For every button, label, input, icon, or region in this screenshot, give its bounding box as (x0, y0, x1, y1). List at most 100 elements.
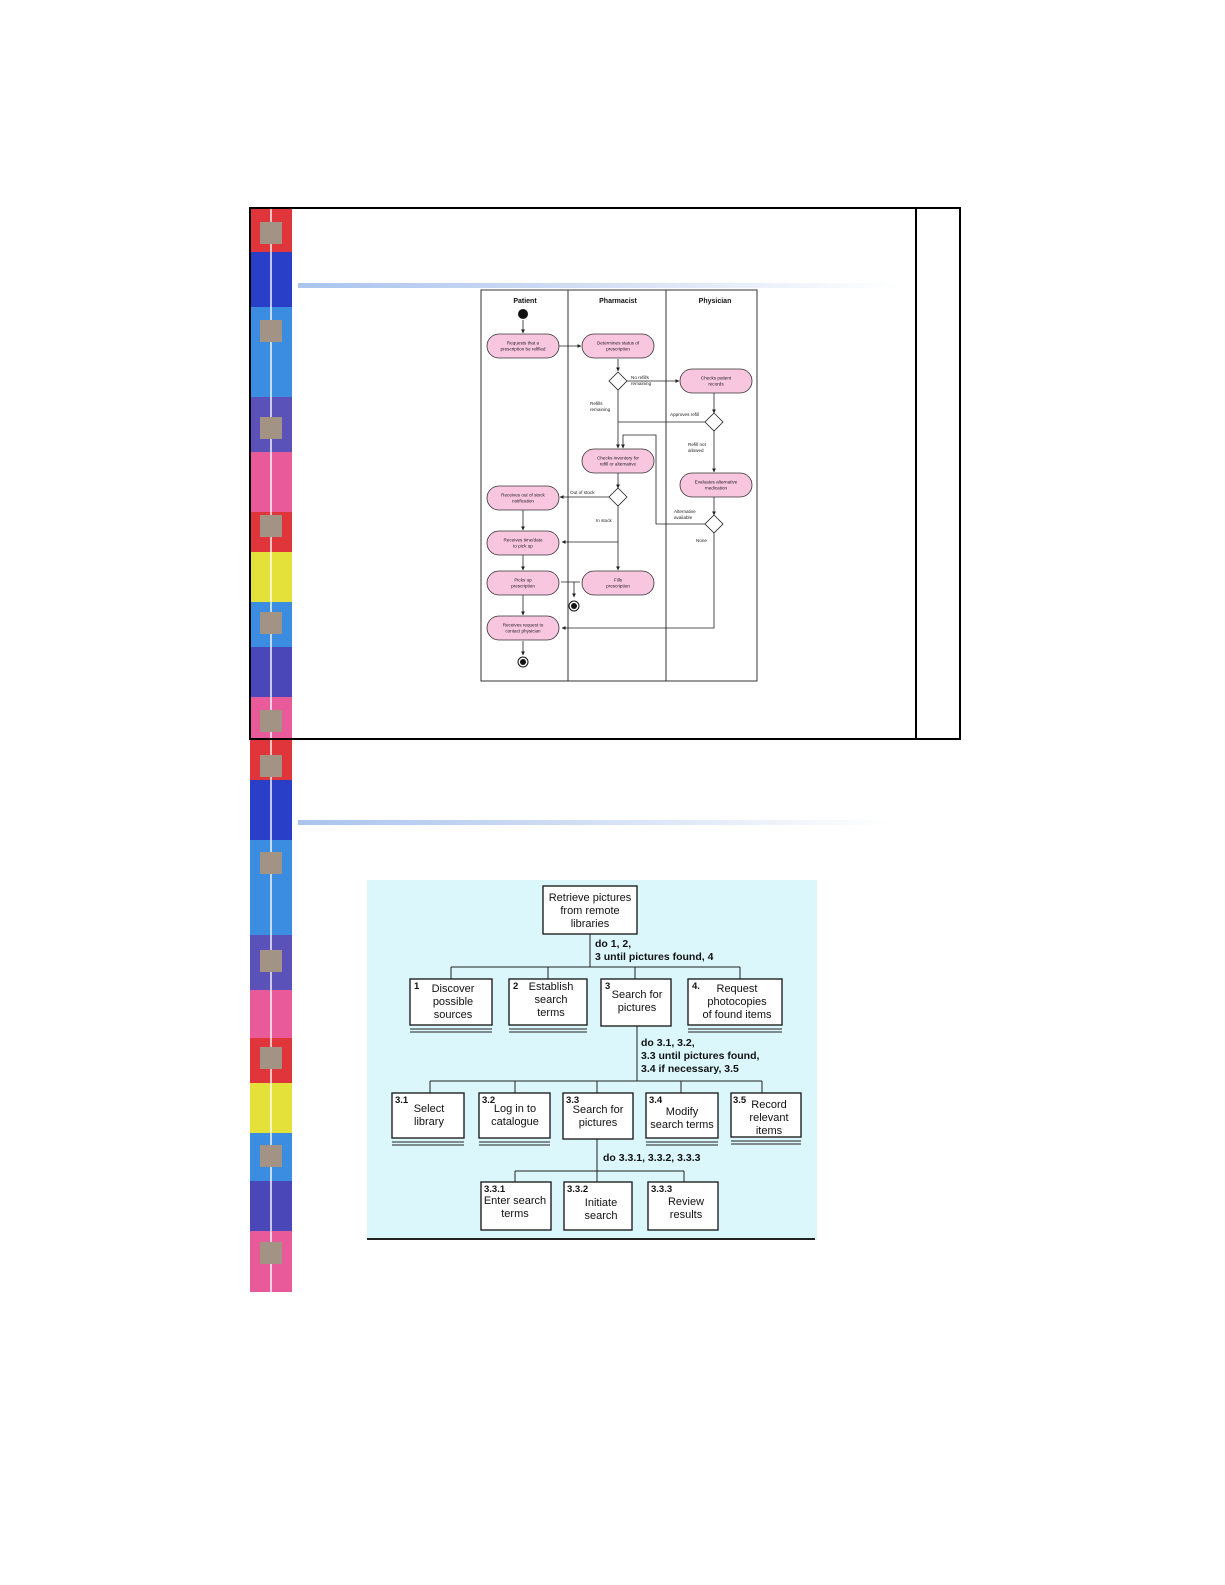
action-check-records (679, 368, 753, 394)
task-hierarchy-diagram: Retrieve pictures from remote libraries … (367, 880, 817, 1240)
task-label: of found items (702, 1009, 772, 1021)
guard-label: In stock (596, 518, 613, 523)
action-label: Determines status of (597, 341, 640, 346)
action-label: prescription be refilled (501, 347, 546, 352)
task-label: terms (501, 1208, 529, 1220)
action-label: Checks inventory for (597, 456, 639, 461)
task-label: Log in to (494, 1103, 536, 1115)
plan-text: do 1, 2, (595, 938, 631, 950)
action-receive-time (486, 530, 560, 556)
task-number: 2 (513, 981, 518, 992)
task-box-3-2 (478, 1092, 551, 1139)
plan-text: do 3.3.1, 3.3.2, 3.3.3 (603, 1152, 701, 1164)
task-number: 1 (414, 981, 420, 992)
task-label: sources (434, 1009, 473, 1021)
action-label: prescription (511, 584, 535, 589)
lane-physician: Physician (699, 298, 732, 305)
task-label: Modify (666, 1106, 699, 1118)
task-box-1 (409, 978, 493, 1026)
action-label: contact physician (505, 629, 541, 634)
task-label: Review (668, 1196, 704, 1208)
activity-diagram: Patient Pharmacist Physician (480, 289, 758, 682)
task-box-3-1 (391, 1092, 465, 1139)
action-receive-out-of-stock (486, 485, 560, 511)
action-label: notification (512, 499, 534, 504)
action-label: records (708, 382, 724, 387)
action-label: Picks up (514, 578, 532, 583)
task-box-3-5 (730, 1092, 802, 1138)
task-box-3-3-3 (647, 1181, 719, 1231)
task-box-3-3-1 (480, 1181, 552, 1231)
guard-label: Alternative (674, 509, 696, 514)
plan-text: 3.4 if necessary, 3.5 (641, 1063, 739, 1075)
task-label: pictures (618, 1002, 657, 1014)
task-label: search (584, 1210, 617, 1222)
task-label: Search for (573, 1104, 624, 1116)
action-label: medication (705, 486, 728, 491)
action-fill-prescription (581, 570, 655, 596)
task-label: Enter search (484, 1195, 546, 1207)
guard-label: available (674, 515, 693, 520)
task-label: Select (414, 1103, 445, 1115)
lane-pharmacist: Pharmacist (599, 298, 637, 305)
slide-frame-divider (915, 209, 917, 740)
task-label: Request (717, 983, 758, 995)
task-label: library (414, 1116, 444, 1128)
task-label: results (670, 1209, 703, 1221)
initial-node (518, 309, 528, 319)
guard-label: None (696, 538, 707, 543)
task-label: catalogue (491, 1116, 539, 1128)
action-check-inventory (581, 448, 655, 474)
task-box-root (542, 885, 638, 935)
task-label: items (756, 1125, 783, 1137)
action-label: Requests that a (507, 341, 540, 346)
task-number: 3.3.2 (567, 1184, 588, 1195)
task-number: 3.4 (649, 1095, 663, 1106)
decision-node (608, 371, 628, 391)
guard-label: allowed (688, 448, 704, 453)
task-box-2 (508, 978, 588, 1026)
task-number: 3 (605, 981, 610, 992)
task-label: possible (433, 996, 473, 1008)
action-evaluate-alternative (679, 472, 753, 498)
action-label: Evaluates alternative (695, 480, 738, 485)
guard-label: Refills (590, 401, 603, 406)
task-label: from remote (560, 905, 619, 917)
guard-label: remaining (631, 381, 652, 386)
action-label: prescription (606, 584, 630, 589)
plan-text: 3 until pictures found, 4 (595, 951, 714, 963)
title-rule (298, 820, 888, 825)
action-label: Fills (614, 578, 623, 583)
task-number: 3.5 (733, 1095, 747, 1106)
final-node (568, 600, 580, 612)
task-number: 3.2 (482, 1095, 495, 1106)
guard-label: remaining (590, 407, 611, 412)
decision-node (704, 412, 724, 432)
task-label: Discover (432, 983, 475, 995)
action-pick-up (486, 570, 560, 596)
decision-node (608, 487, 628, 507)
task-box-3-4 (645, 1092, 719, 1139)
task-label: search (534, 994, 567, 1006)
task-label: Establish (529, 981, 574, 993)
action-label: Receives time/date (503, 538, 543, 543)
task-label: Search for (612, 989, 663, 1001)
final-node (517, 656, 529, 668)
title-rule (298, 283, 900, 288)
action-determine-status (581, 333, 655, 359)
action-label: prescription (606, 347, 630, 352)
guard-label: Out of stock (570, 490, 595, 495)
task-label: photocopies (707, 996, 767, 1008)
task-number: 3.1 (395, 1095, 409, 1106)
decorative-side-stripe (250, 207, 292, 1292)
task-label: pictures (579, 1117, 618, 1129)
plan-text: do 3.1, 3.2, (641, 1037, 695, 1049)
task-number: 3.3.1 (484, 1184, 506, 1195)
action-label: to pick up (513, 544, 533, 549)
guard-label: Refill not (688, 442, 707, 447)
action-label: refill or alternative (600, 462, 637, 467)
decision-node (704, 514, 724, 534)
task-number: 3.3.3 (651, 1184, 672, 1195)
task-label: Record (751, 1099, 786, 1111)
guard-label: No refills (631, 375, 650, 380)
